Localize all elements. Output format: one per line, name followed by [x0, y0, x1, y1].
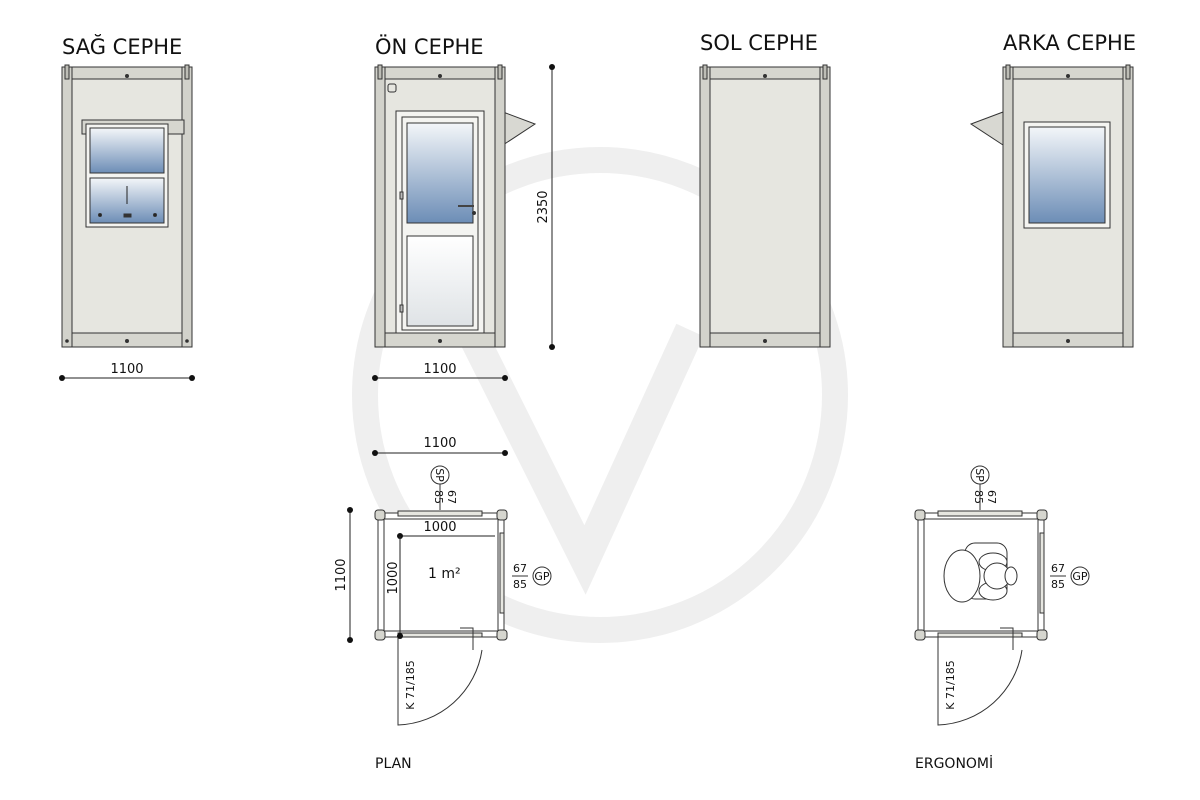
right-width-dimension: 1100	[59, 362, 195, 381]
plan-inner-width-label: 1000	[423, 520, 456, 535]
seated-person-icon	[943, 542, 1018, 603]
ergonomics-side-window-code: GP	[1072, 570, 1088, 583]
plan-inner-depth-label: 1000	[386, 561, 401, 594]
front-width-label: 1100	[423, 362, 456, 377]
plan-outer-depth-dimension: 1100	[334, 507, 353, 643]
plan-inner-depth-dimension: 1000	[386, 536, 403, 639]
left-elevation-title: SOL CEPHE	[700, 31, 818, 55]
ergonomics-top-window-code: SP	[973, 468, 986, 482]
plan-side-window-tag: 67 85 GP	[512, 562, 552, 591]
front-height-dimension: 2350	[536, 64, 555, 350]
plan-outer-depth-label: 1100	[334, 558, 349, 591]
ergonomics-side-window-tag: 67 85 GP	[1050, 562, 1090, 591]
ergonomics-side-window-height: 67	[1051, 562, 1065, 575]
back-elevation	[969, 64, 1134, 348]
ergonomics-top-window-sill: 85	[972, 490, 985, 504]
watermark-logo	[352, 147, 848, 643]
ergonomics-side-window-sill: 85	[1051, 578, 1065, 591]
right-elevation	[61, 64, 193, 348]
plan-drawing	[374, 509, 508, 726]
left-elevation	[699, 64, 831, 348]
right-width-label: 1100	[110, 362, 143, 377]
ergonomics-caption: ERGONOMİ	[915, 754, 993, 772]
plan-area-label: 1 m²	[428, 566, 461, 582]
plan-side-window-height: 67	[513, 562, 527, 575]
ergonomics-drawing	[914, 509, 1048, 726]
ergonomics-top-window-tag: SP 85 67	[970, 465, 998, 510]
plan-outer-width-dimension: 1100	[372, 436, 508, 456]
plan-side-window-code: GP	[534, 570, 550, 583]
plan-top-window-tag: SP 85 67	[430, 465, 458, 510]
right-elevation-title: SAĞ CEPHE	[62, 34, 182, 59]
ergonomics-top-window-height: 67	[985, 490, 998, 504]
front-elevation	[374, 64, 537, 348]
plan-door-label: K 71/185	[404, 660, 417, 709]
plan-side-window-sill: 85	[513, 578, 527, 591]
front-width-dimension: 1100	[372, 362, 508, 381]
back-elevation-title: ARKA CEPHE	[1003, 31, 1136, 55]
plan-top-window-height: 67	[445, 490, 458, 504]
plan-inner-width-dimension: 1000	[397, 520, 495, 539]
plan-top-window-code: SP	[433, 468, 446, 482]
ergonomics-door-label: K 71/185	[944, 660, 957, 709]
front-elevation-title: ÖN CEPHE	[375, 34, 484, 59]
plan-top-window-sill: 85	[432, 490, 445, 504]
plan-outer-width-label: 1100	[423, 436, 456, 451]
plan-caption: PLAN	[375, 756, 412, 772]
front-height-label: 2350	[536, 190, 551, 223]
